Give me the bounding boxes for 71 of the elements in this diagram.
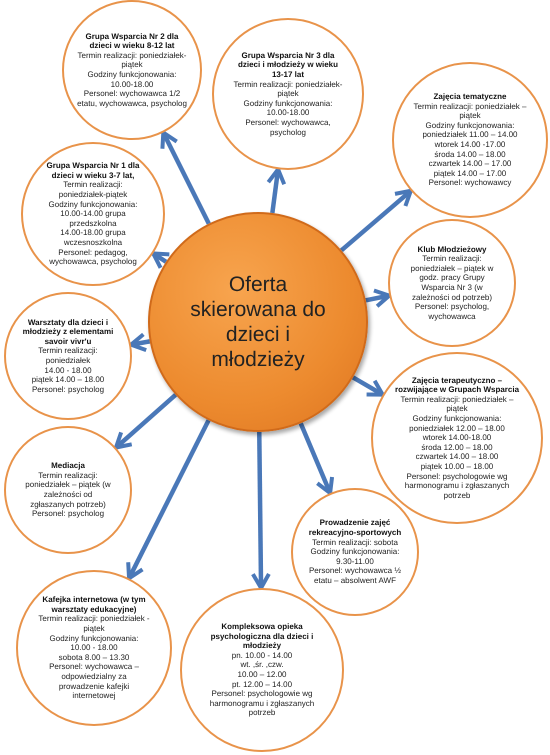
circle-text: Godziny funkcjonowania: 9.30-11.00 [310, 547, 400, 566]
circle-text: Personel: psycholog, wychowawca [414, 302, 490, 322]
circle-heading: Zajęcia terapeutyczno – rozwijające w Grupach Wsparcia [394, 376, 520, 395]
circle-text: Godziny funkcjonowania: [412, 414, 502, 424]
circle-text: Termin realizacji: sobota [312, 538, 398, 548]
arrow [151, 251, 172, 270]
arrow [298, 422, 334, 496]
circle-text: Termin realizacji: poniedziałek - piątek [38, 614, 150, 634]
circle-text: Termin realizacji: poniedziałek-piątek [58, 180, 128, 200]
circle-text: 10.00 - 18.00 [70, 643, 118, 653]
circle-text: czwartek 14.00 – 17.00 [428, 159, 512, 169]
circle-text: Personel: psycholog [32, 384, 104, 394]
circle-text: 14.00-18.00 grupa wczesnoszkolna [59, 228, 127, 248]
circle-heading: Kafejka internetowa (w tym warsztaty edukacyjne) [41, 595, 147, 614]
circle-text: poniedziałek 11.00 – 14.00 [422, 130, 518, 140]
circle-text: wtorek 14.00 -17.00 [434, 140, 506, 150]
circle-heading: Mediacja [51, 461, 85, 471]
circle-text: Godziny funkcjonowania: 10.00-18.00 [86, 70, 178, 90]
circle-text: środa 12.00 – 18.00 [421, 442, 493, 452]
circle-heading: Grupa Wsparcia Nr 2 dla dzieci w wieku 8-12 lat [84, 32, 180, 51]
arrow [340, 188, 413, 252]
arrow [114, 393, 178, 450]
arrow [250, 432, 271, 590]
circle-text: Personel: wychowawcy [428, 178, 512, 188]
circle-text: Godziny funkcjonowania: [50, 634, 138, 644]
circle-text: Godziny funkcjonowania: [48, 200, 138, 210]
circle-heading: Kompleksowa opieka psychologiczna dla dzieci i młodzieży [210, 622, 314, 651]
circle-text: wt. ,śr. ,czw. [240, 660, 284, 670]
arrow [266, 167, 286, 214]
circle-text: Termin realizacji: poniedziałek-piątek [76, 50, 188, 70]
circle-text: Personel: wychowawca – odpowiedzialny za prowadzenie kafejki internetowej [48, 662, 140, 701]
circle-heading: Grupa Wsparcia Nr 3 dla dzieci i młodzieży w wieku 13-17 lat [236, 50, 340, 80]
arrow [365, 288, 392, 308]
circle-heading: Grupa Wsparcia Nr 1 dla dzieci w wieku 3-7 lat, [46, 161, 140, 180]
circle-text: Personel: psychologowie wg harmonogramu i zgłaszanych potrzeb [404, 472, 510, 500]
circle-text: pt. 12.00 – 14.00 [232, 680, 292, 690]
circle-text: 10.00 – 12.00 [238, 670, 286, 680]
circle-text: Termin realizacji: poniedziałek – piątek [400, 394, 514, 414]
circle-text: sobota 8.00 – 13.30 [58, 652, 130, 662]
arrow [129, 332, 150, 352]
circle-text: Personel: wychowawca 1/2 etatu, wychowawca, psycholog [76, 89, 188, 108]
arrow [160, 130, 211, 225]
circle-text: Termin realizacji: poniedziałek – piątek [412, 102, 528, 121]
circle-text: Personel: psycholog [32, 509, 104, 519]
circle-text: czwartek 14.00 – 18.00 [416, 452, 498, 462]
circle-text: poniedziałek 12.00 – 18.00 [409, 424, 505, 434]
circle-heading: Prowadzenie zajęć rekreacyjno-sportowych [308, 518, 402, 538]
circle-text: Termin realizacji: poniedziałek-piątek [232, 80, 344, 99]
circle-text: piątek 14.00 – 17.00 [434, 168, 506, 178]
circle-text: pn. 10.00 - 14.00 [232, 650, 292, 660]
arrow [352, 375, 385, 397]
circle-text: Personel: wychowawca, psycholog [244, 118, 332, 138]
central-title: Oferta skierowana do dzieci i młodzieży [189, 272, 327, 372]
circle-text: Personel: wychowawca ½ etatu – absolwent AWF [308, 566, 402, 586]
circle-text: Termin realizacji: poniedziałek – piątek (w zależności od zgłaszanych potrzeb) [24, 470, 112, 510]
circle-text: Personel: psychologowie wg harmonogramu i zgłaszanych potrzeb [208, 689, 316, 718]
circle-text: wtorek 14.00-18.00 [422, 433, 492, 443]
circle-text: Termin realizacji: poniedziałek [37, 346, 99, 366]
circle-heading: Klub Młodzieżowy [418, 244, 486, 254]
circle-text: piątek 10.00 – 18.00 [420, 462, 494, 472]
circle-text: Termin realizacji: poniedziałek – piątek w godz. pracy Grupy Wsparcia Nr 3 (w zależności od potrzeb) [410, 254, 494, 302]
circle-heading: Zajęcia tematyczne [434, 92, 506, 102]
circle-text: piątek 14.00 – 18.00 [32, 375, 104, 385]
circle-text: Godziny funkcjonowania: 10.00-18.00 [242, 98, 334, 118]
arrow [126, 419, 211, 580]
circle-heading: Warsztaty dla dzieci i młodzieży z elementami savoir vivr'u [22, 318, 114, 346]
circle-text: Godziny funkcjonowania: [426, 120, 514, 130]
circle-text: środa 14.00 – 18.00 [434, 150, 506, 160]
circle-text: 14.00 - 18.00 [44, 366, 92, 376]
circle-text: 10.00-14.00 grupa przedszkolna [59, 209, 127, 228]
circle-text: Personel: pedagog, wychowawca, psycholog [48, 248, 138, 267]
